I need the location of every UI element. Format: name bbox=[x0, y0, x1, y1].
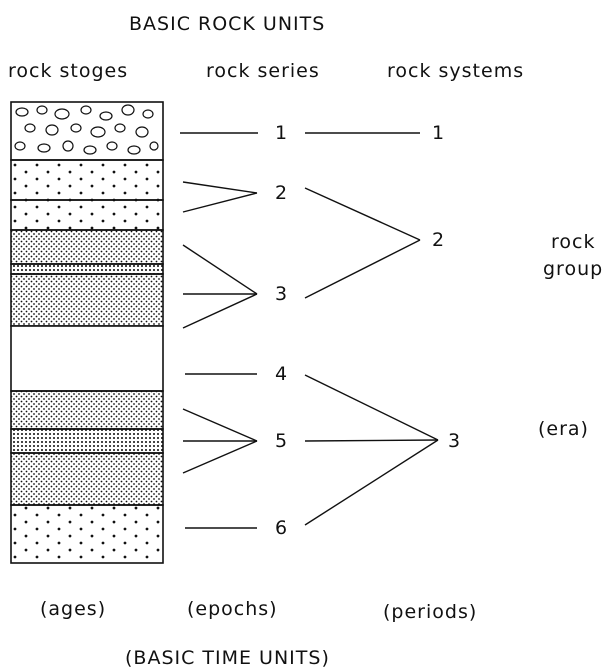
layer-fine-silt-2 bbox=[10, 273, 164, 327]
stage-to-series-lines bbox=[180, 132, 258, 529]
bottom-label-ages: (ages) bbox=[40, 598, 107, 620]
series-number-3: 3 bbox=[275, 283, 288, 305]
bottom-label-epochs: (epochs) bbox=[187, 598, 278, 620]
system-number-3: 3 bbox=[448, 430, 461, 452]
series-number-5: 5 bbox=[275, 430, 288, 452]
system-number-2: 2 bbox=[432, 229, 445, 251]
layer-shale-blank bbox=[10, 325, 164, 392]
diagram-title: BASIC ROCK UNITS bbox=[129, 13, 326, 35]
column-header-stages: rock stoges bbox=[8, 60, 129, 82]
series-number-1: 1 bbox=[275, 122, 288, 144]
layer-fine-silt-4 bbox=[10, 452, 164, 506]
series-number-2: 2 bbox=[275, 182, 288, 204]
conglomerate-pebbles bbox=[14, 104, 159, 155]
rock-column bbox=[10, 101, 164, 564]
layer-fine-silt-1 bbox=[10, 229, 164, 265]
layer-fine-silt-3 bbox=[10, 390, 164, 430]
rock-group-label-line1: rock bbox=[551, 231, 596, 253]
layer-dense-silt-2 bbox=[10, 428, 164, 454]
series-number-4: 4 bbox=[275, 363, 288, 385]
system-number-1: 1 bbox=[432, 122, 445, 144]
series-number-6: 6 bbox=[275, 517, 288, 539]
column-header-systems: rock systems bbox=[387, 60, 525, 82]
bottom-label-periods: (periods) bbox=[383, 601, 478, 623]
layer-dense-silt-1 bbox=[10, 263, 164, 275]
diagram-footer: (BASIC TIME UNITS) bbox=[125, 647, 330, 669]
layer-conglomerate bbox=[10, 101, 164, 161]
rock-group-label-line2: group bbox=[543, 258, 604, 280]
layer-sparse-sand-bottom bbox=[10, 504, 164, 564]
layer-sparse-sand-upper bbox=[10, 159, 164, 201]
era-label: (era) bbox=[538, 418, 589, 440]
column-header-series: rock series bbox=[206, 60, 320, 82]
series-to-system-lines bbox=[304, 132, 439, 526]
layer-sparse-sand-lower bbox=[10, 199, 164, 231]
